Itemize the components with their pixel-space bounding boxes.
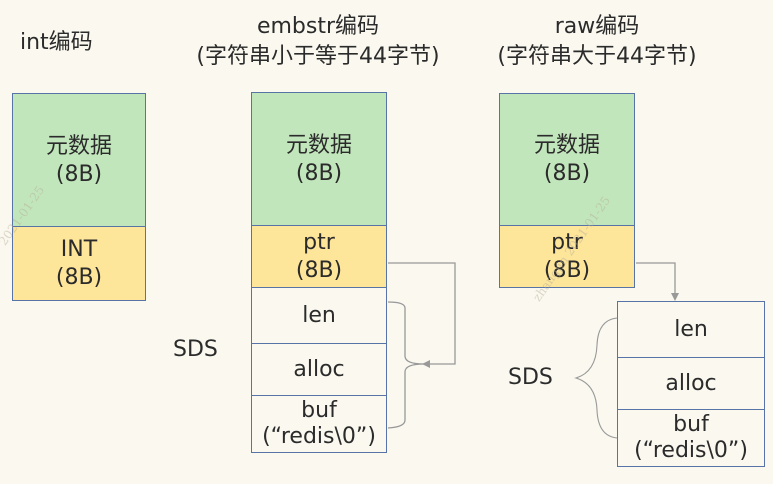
raw-metadata-label: 元数据: [533, 133, 600, 158]
raw-metadata-cell: 元数据 (8B): [499, 93, 635, 227]
raw-title-line1: raw编码: [554, 14, 640, 39]
embstr-arrowhead-icon: [422, 360, 430, 368]
raw-metadata-size: (8B): [543, 161, 591, 186]
raw-buf-cell: buf (“redis\0”): [617, 409, 765, 467]
raw-ptr-size: (8B): [543, 257, 591, 283]
raw-ptr-label: ptr: [551, 229, 583, 255]
embstr-title-line2: (字符串小于等于44字节): [196, 44, 440, 69]
embstr-buf-cell: buf (“redis\0”): [251, 395, 387, 453]
embstr-alloc-label: alloc: [293, 356, 345, 382]
embstr-metadata-cell: 元数据 (8B): [251, 92, 387, 227]
embstr-len-label: len: [302, 302, 336, 328]
raw-arrowhead-icon: [671, 293, 679, 301]
raw-alloc-label: alloc: [665, 370, 717, 396]
embstr-metadata-size: (8B): [295, 160, 343, 186]
embstr-sds-label: SDS: [173, 337, 218, 362]
embstr-ptr-cell: ptr (8B): [251, 225, 387, 288]
embstr-alloc-cell: alloc: [251, 343, 387, 396]
raw-ptr-arrow: [636, 262, 676, 295]
embstr-encoding-title: embstr编码 (字符串小于等于44字节): [170, 12, 466, 72]
embstr-buf-label: buf: [301, 398, 337, 423]
raw-ptr-cell: ptr (8B): [499, 225, 635, 288]
raw-buf-value: (“redis\0”): [634, 438, 748, 463]
raw-alloc-cell: alloc: [617, 357, 765, 410]
embstr-ptr-label: ptr: [303, 229, 335, 255]
int-value-label: INT: [60, 236, 98, 262]
embstr-ptr-size: (8B): [295, 257, 343, 283]
int-value-size: (8B): [55, 264, 103, 290]
embstr-title-line1: embstr编码: [256, 14, 380, 39]
raw-buf-label: buf: [673, 412, 709, 437]
raw-encoding-title: raw编码 (字符串大于44字节): [476, 12, 718, 72]
embstr-buf-value: (“redis\0”): [262, 424, 376, 449]
embstr-sds-brace: [387, 301, 425, 429]
embstr-ptr-arrow: [388, 262, 456, 365]
raw-sds-brace: [574, 317, 618, 439]
raw-title-line2: (字符串大于44字节): [497, 44, 697, 69]
raw-len-label: len: [674, 316, 708, 342]
int-value-cell: INT (8B): [12, 226, 146, 301]
embstr-metadata-label: 元数据: [285, 132, 352, 158]
int-metadata-size: (8B): [55, 161, 103, 187]
raw-sds-label: SDS: [508, 365, 553, 390]
int-encoding-title: int编码: [20, 30, 93, 55]
int-metadata-label: 元数据: [45, 133, 112, 159]
int-metadata-cell: 元数据 (8B): [12, 93, 146, 228]
